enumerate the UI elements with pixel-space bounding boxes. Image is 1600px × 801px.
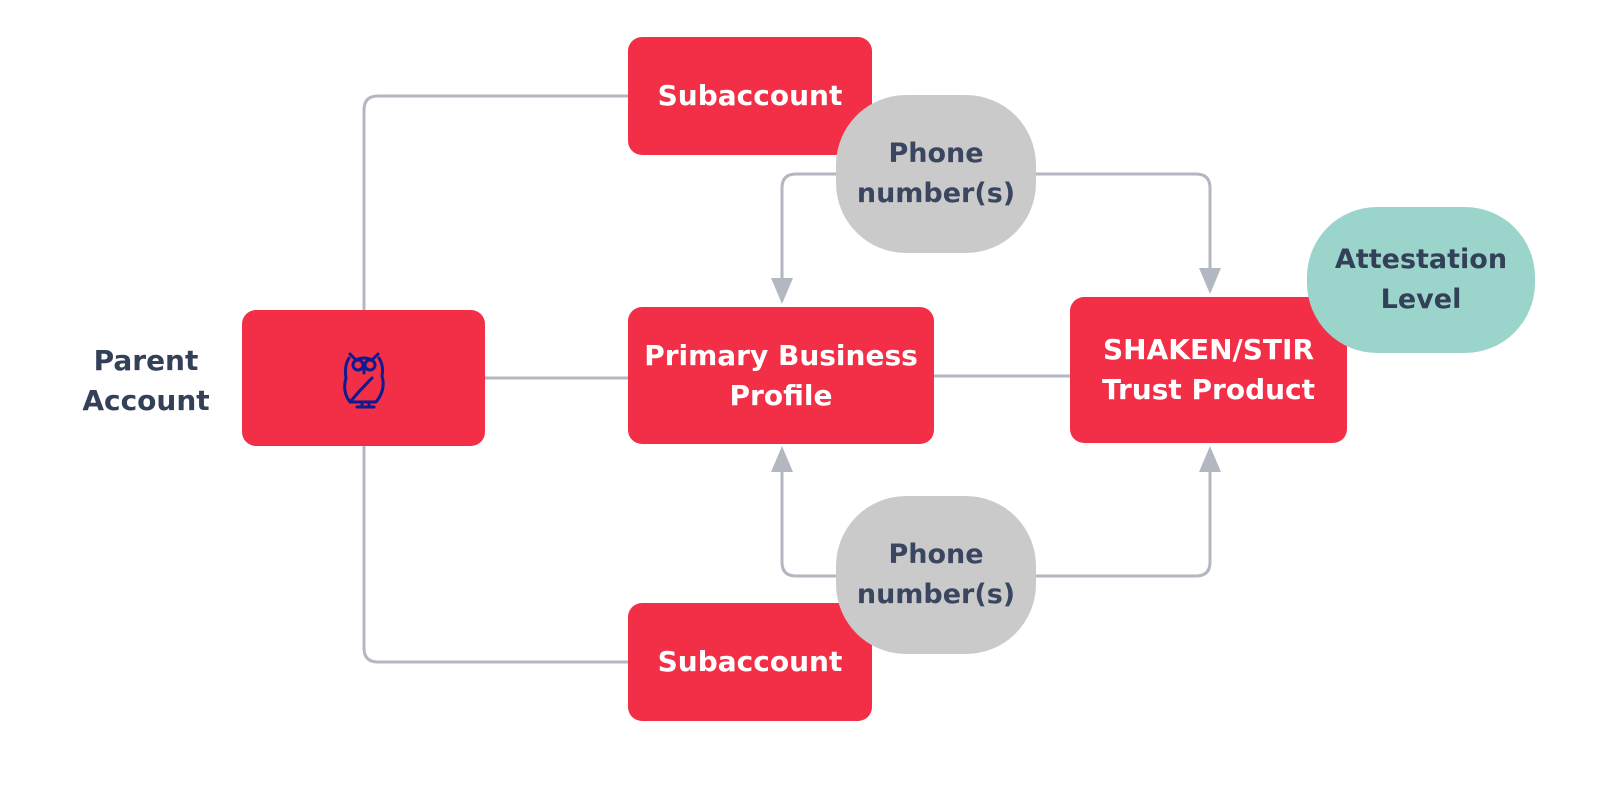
connector-phone-top-profile xyxy=(780,172,836,278)
primary-business-profile: Primary Business Profile xyxy=(628,307,934,444)
phone-numbers-top: Phone number(s) xyxy=(836,95,1036,253)
connector-parent-subaccount-bottom xyxy=(362,446,628,664)
phone-numbers-bottom: Phone number(s) xyxy=(836,496,1036,654)
parent-account-box xyxy=(242,310,485,446)
owl-icon xyxy=(336,346,392,410)
connector-phone-bottom-trust xyxy=(1036,472,1212,578)
subaccount-top: Subaccount xyxy=(628,37,872,155)
trust-product: SHAKEN/STIR Trust Product xyxy=(1070,297,1347,443)
parent-account-label: Parent Account xyxy=(82,344,210,417)
connector-phone-bottom-profile xyxy=(780,472,836,578)
connector-phone-top-trust xyxy=(1036,172,1212,268)
connector-parent-subaccount-top xyxy=(362,94,628,310)
attestation-level: Attestation Level xyxy=(1307,207,1535,353)
arrow-phone-bottom-trust xyxy=(1199,446,1221,472)
arrow-phone-top-profile xyxy=(771,278,793,304)
subaccount-bottom: Subaccount xyxy=(628,603,872,721)
arrow-phone-top-trust xyxy=(1199,268,1221,294)
arrow-phone-bottom-profile xyxy=(771,446,793,472)
